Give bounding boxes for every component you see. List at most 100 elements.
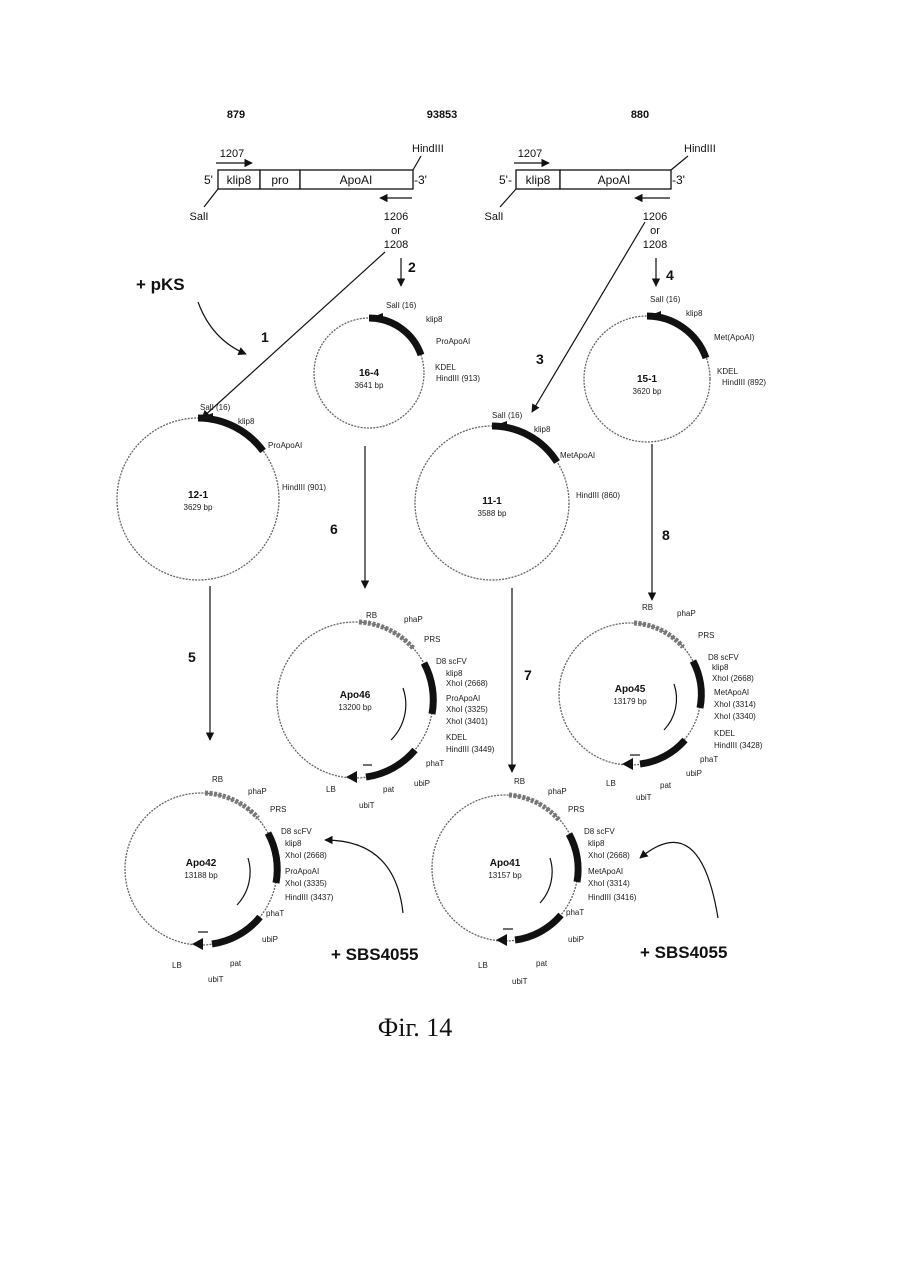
- ubit-arrowhead-icon: [622, 758, 633, 770]
- phap-label: phaP: [404, 615, 423, 624]
- prs-label: PRS: [568, 805, 584, 814]
- klip8-label: klip8: [712, 663, 729, 672]
- three-prime-label: -3': [672, 173, 685, 187]
- hindiii-site-label: HindIII: [412, 143, 444, 155]
- ubit-label: ubiT: [359, 801, 375, 810]
- pat-region: [366, 750, 415, 777]
- step-8-label: 8: [662, 527, 670, 543]
- pks-arrow: [198, 302, 246, 354]
- ubit-arrowhead-icon: [192, 938, 203, 950]
- plasmid-size: 3629 bp: [184, 503, 213, 512]
- metapoai-label: Met(ApoAI): [714, 333, 755, 342]
- plasmid-size: 13179 bp: [613, 697, 647, 706]
- five-prime-label: 5': [204, 173, 213, 187]
- proapoai-label: ProApoAI: [436, 337, 470, 346]
- construct-879-id: 879: [227, 109, 245, 121]
- plasmid-size: 13200 bp: [338, 703, 372, 712]
- step-2-label: 2: [408, 259, 416, 275]
- plasmid-apo41: Apo41 13157 bp RB phaP PRS D8 scFV klip8…: [432, 777, 637, 986]
- metapoai-label: MetApoAI: [714, 688, 749, 697]
- pat-label: pat: [660, 781, 672, 790]
- hindiii-label: HindIII (860): [576, 491, 620, 500]
- inner-marker: [664, 684, 677, 730]
- lb-label: LB: [172, 961, 182, 970]
- construct-880: 1207 5'- klip8 ApoAI -3' SalI HindIII 12…: [485, 143, 716, 251]
- d8-scfv-label: D8 scFV: [584, 827, 615, 836]
- inner-marker: [540, 858, 552, 903]
- plasmid-apo45: Apo45 13179 bp RB phaP PRS D8 scFV klip8…: [559, 603, 763, 802]
- phap-prs-region: [634, 623, 683, 647]
- proapoai-label: ProApoAI: [285, 867, 319, 876]
- sbs4055-left-arrow: [325, 840, 403, 913]
- plasmid-size: 3588 bp: [478, 509, 507, 518]
- klip8-label: klip8: [534, 425, 551, 434]
- hindiii-label: HindIII (3416): [588, 893, 637, 902]
- figure-caption: Фіг. 14: [378, 1013, 453, 1042]
- ubit-label: ubiT: [636, 793, 652, 802]
- prs-label: PRS: [424, 635, 440, 644]
- xhoi-1-label: XhoI (2668): [588, 851, 630, 860]
- step-3-label: 3: [536, 351, 544, 367]
- pat-region: [640, 740, 685, 764]
- plasmid-name: Apo42: [186, 858, 217, 869]
- d8-scfv-label: D8 scFV: [436, 657, 467, 666]
- metapoai-label: MetApoAI: [588, 867, 623, 876]
- plasmid-apo46: Apo46 13200 bp RB phaP PRS D8 scFV klip8…: [277, 611, 495, 810]
- plasmid-name: Apo46: [340, 690, 371, 701]
- step-6-label: 6: [330, 521, 338, 537]
- ubit-label: ubiT: [208, 975, 224, 984]
- sbs4055-right-arrow: [640, 842, 718, 918]
- sali-label: SalI (16): [386, 301, 417, 310]
- forward-primer-label: 1207: [220, 148, 244, 160]
- rb-label: RB: [366, 611, 377, 620]
- phap-prs-region: [359, 622, 413, 648]
- ubip-label: ubiP: [262, 935, 278, 944]
- xhoi-3-label: XhoI (3401): [446, 717, 488, 726]
- sbs4055-right-label: + SBS4055: [640, 943, 727, 962]
- three-prime-label: -3': [414, 173, 427, 187]
- plasmid-size: 3620 bp: [633, 387, 662, 396]
- plasmid-name: 11-1: [482, 496, 502, 507]
- xhoi-2-label: XhoI (3335): [285, 879, 327, 888]
- ubit-arrowhead-icon: [346, 771, 357, 783]
- phat-label: phaT: [700, 755, 718, 764]
- construct-93853-id: 93853: [427, 109, 458, 121]
- plasmid-size: 3641 bp: [355, 381, 384, 390]
- construct-880-id: 880: [631, 109, 649, 121]
- kdel-label: KDEL: [435, 363, 456, 372]
- sali-label: SalI (16): [200, 403, 231, 412]
- prs-label: PRS: [698, 631, 714, 640]
- phat-label: phaT: [266, 909, 284, 918]
- apoai-label: ApoAI: [340, 173, 373, 187]
- hindiii-site-line: [413, 156, 421, 170]
- sali-label: SalI (16): [650, 295, 681, 304]
- rb-label: RB: [514, 777, 525, 786]
- plasmid-name: 16-4: [359, 368, 379, 379]
- sali-label: SalI (16): [492, 411, 523, 420]
- inner-marker: [391, 688, 406, 740]
- d8-scfv-label: D8 scFV: [281, 827, 312, 836]
- proapoai-region: [268, 833, 277, 883]
- construct-879: 1207 5' klip8 pro ApoAI -3' SalI HindIII…: [190, 143, 444, 251]
- klip8-label: klip8: [238, 417, 255, 426]
- phap-label: phaP: [548, 787, 567, 796]
- plasmid-size: 13157 bp: [488, 871, 522, 880]
- pat-region: [212, 917, 260, 944]
- sbs4055-left-label: + SBS4055: [331, 945, 418, 964]
- klip8-label: klip8: [446, 669, 463, 678]
- plasmid-11-1: 11-1 3588 bp SalI (16) klip8 MetApoAI Hi…: [415, 411, 620, 580]
- hindiii-label: HindIII (3428): [714, 741, 763, 750]
- hindiii-site-line: [671, 156, 688, 170]
- pat-label: pat: [230, 959, 242, 968]
- phat-label: phaT: [426, 759, 444, 768]
- plasmid-16-4: 16-4 3641 bp SalI (16) klip8 ProApoAI KD…: [314, 301, 480, 428]
- hindiii-label: HindIII (901): [282, 483, 326, 492]
- plasmid-apo42: Apo42 13188 bp RB phaP PRS D8 scFV klip8…: [125, 775, 334, 984]
- hindiii-label: HindIII (3449): [446, 745, 495, 754]
- plasmid-name: 12-1: [188, 490, 208, 501]
- proapoai-label: ProApoAI: [446, 694, 480, 703]
- proapoai-region: [424, 663, 433, 714]
- pks-addition-label: + pKS: [136, 275, 185, 294]
- phap-prs-region: [205, 793, 258, 818]
- step-7-label: 7: [524, 667, 532, 683]
